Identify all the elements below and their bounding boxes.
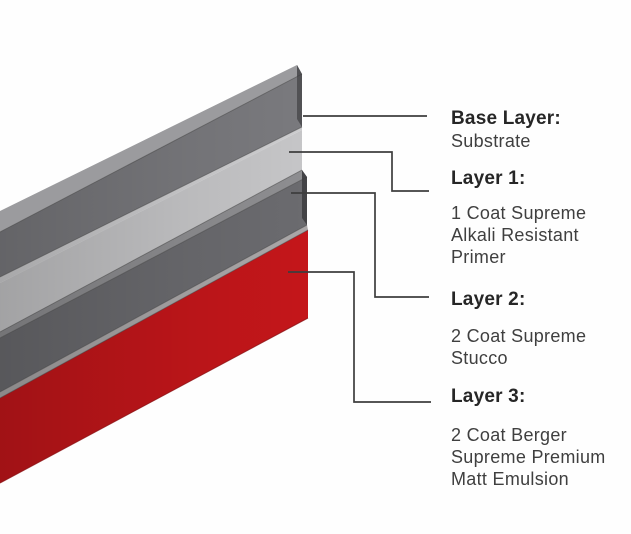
substrate-top-face: [0, 65, 302, 232]
stucco-end-cap: [302, 170, 307, 225]
layer-1-heading: Layer 1:: [451, 168, 526, 189]
board-edge-lines: [0, 73, 309, 399]
label-base-layer: Base Layer: Substrate: [451, 107, 631, 152]
connector-layer-3: [288, 271, 431, 403]
label-line: Matt Emulsion: [451, 469, 569, 489]
substrate-end-cap: [297, 65, 302, 127]
base-layer-description: Substrate: [451, 130, 631, 152]
connector-layer-1: [289, 151, 429, 192]
label-line: Substrate: [451, 131, 531, 151]
label-line: 2 Coat Berger: [451, 425, 567, 445]
layer-3-heading: Layer 3:: [451, 386, 526, 407]
label-line: 1 Coat Supreme: [451, 203, 587, 223]
connector-layer-2: [291, 192, 429, 298]
label-line: Alkali Resistant: [451, 225, 579, 245]
connector-lines: [288, 115, 431, 403]
stack-shading-overlay: [0, 74, 308, 483]
label-line: Stucco: [451, 348, 508, 368]
emulsion-bottom-edge: [0, 317, 309, 484]
label-line: 2 Coat Supreme: [451, 326, 587, 346]
layer-2-heading: Layer 2:: [451, 289, 526, 310]
label-line: Supreme Premium: [451, 447, 606, 467]
label-line: Primer: [451, 247, 506, 267]
base-layer-heading: Base Layer:: [451, 108, 561, 129]
